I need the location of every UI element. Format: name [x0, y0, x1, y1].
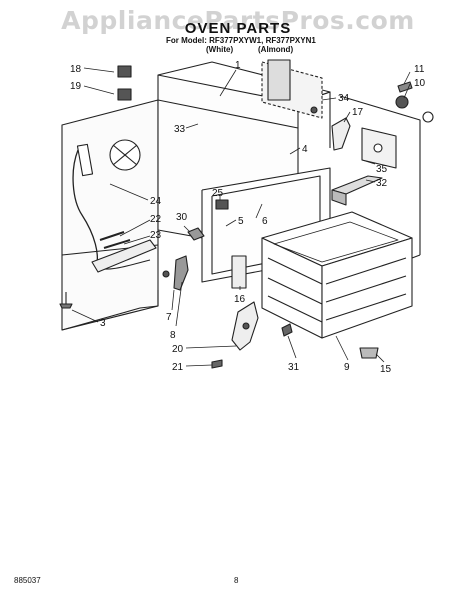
- part-23-rod: [103, 239, 131, 249]
- part-17-block: [117, 65, 132, 78]
- callout-33: 33: [174, 124, 186, 135]
- page-number: 8: [234, 576, 239, 585]
- part-11-screw: [397, 81, 413, 93]
- color-almond-label: (Almond): [258, 45, 294, 54]
- part-25-clip: [215, 199, 229, 210]
- callout-7: 7: [166, 312, 172, 323]
- callout-23: 23: [150, 230, 162, 241]
- callout-11: 11: [414, 64, 425, 75]
- diagram-title: OVEN PARTS: [184, 20, 292, 37]
- callout-15: 16: [234, 294, 246, 305]
- part-20-screw: [281, 323, 293, 337]
- part-22-rod: [99, 231, 125, 241]
- callout-5: 5: [238, 216, 244, 227]
- part-10-knob: [395, 95, 409, 109]
- callout-9: 9: [344, 362, 350, 373]
- callout-32: 32: [376, 178, 388, 189]
- callout-16: 17: [352, 107, 364, 118]
- watermark-text: AppliancePartsPros.com: [61, 6, 415, 35]
- callout-31: 15: [380, 364, 392, 375]
- igniter: [76, 143, 94, 177]
- callout-19: 20: [172, 344, 184, 355]
- model-line: For Model: RF377PXYW1, RF377PXYN1: [166, 36, 316, 45]
- callout-21: 21: [172, 362, 184, 373]
- part-21-screw: [211, 359, 223, 369]
- part-16-bracket: [331, 117, 351, 151]
- part-7-handle: [173, 255, 189, 291]
- callout-18: 19: [70, 81, 82, 92]
- callout-1: 1: [235, 60, 241, 71]
- callout-4: 4: [302, 144, 308, 155]
- callout-22: 22: [150, 214, 162, 225]
- doc-number: 885037: [14, 576, 41, 585]
- burner-tube: [91, 239, 157, 273]
- oven-rack-assembly: [261, 211, 413, 339]
- base-frame: [61, 290, 159, 331]
- callout-25: 25: [212, 188, 224, 199]
- callout-8: 8: [170, 330, 176, 341]
- callout-10: 10: [414, 78, 426, 89]
- part-18-block: [117, 88, 132, 101]
- callout-17: 18: [70, 64, 82, 75]
- callout-35: 35: [376, 164, 388, 175]
- part-32-cover: [331, 175, 383, 195]
- part-15-bracket: [231, 255, 247, 289]
- callout-34: 34: [338, 93, 350, 104]
- callout-6: 6: [262, 216, 268, 227]
- callout-3: 3: [100, 318, 106, 329]
- callout-20: 31: [288, 362, 300, 373]
- part-31-foot: [359, 347, 379, 359]
- callout-24: 24: [150, 196, 162, 207]
- color-white-label: (White): [206, 45, 234, 54]
- leveling-leg: [59, 292, 73, 309]
- left-side-panel: [61, 99, 159, 331]
- right-bracket: [339, 95, 421, 255]
- callout-30: 30: [176, 212, 188, 223]
- gas-line: [72, 149, 98, 269]
- part-30-piece: [187, 227, 205, 241]
